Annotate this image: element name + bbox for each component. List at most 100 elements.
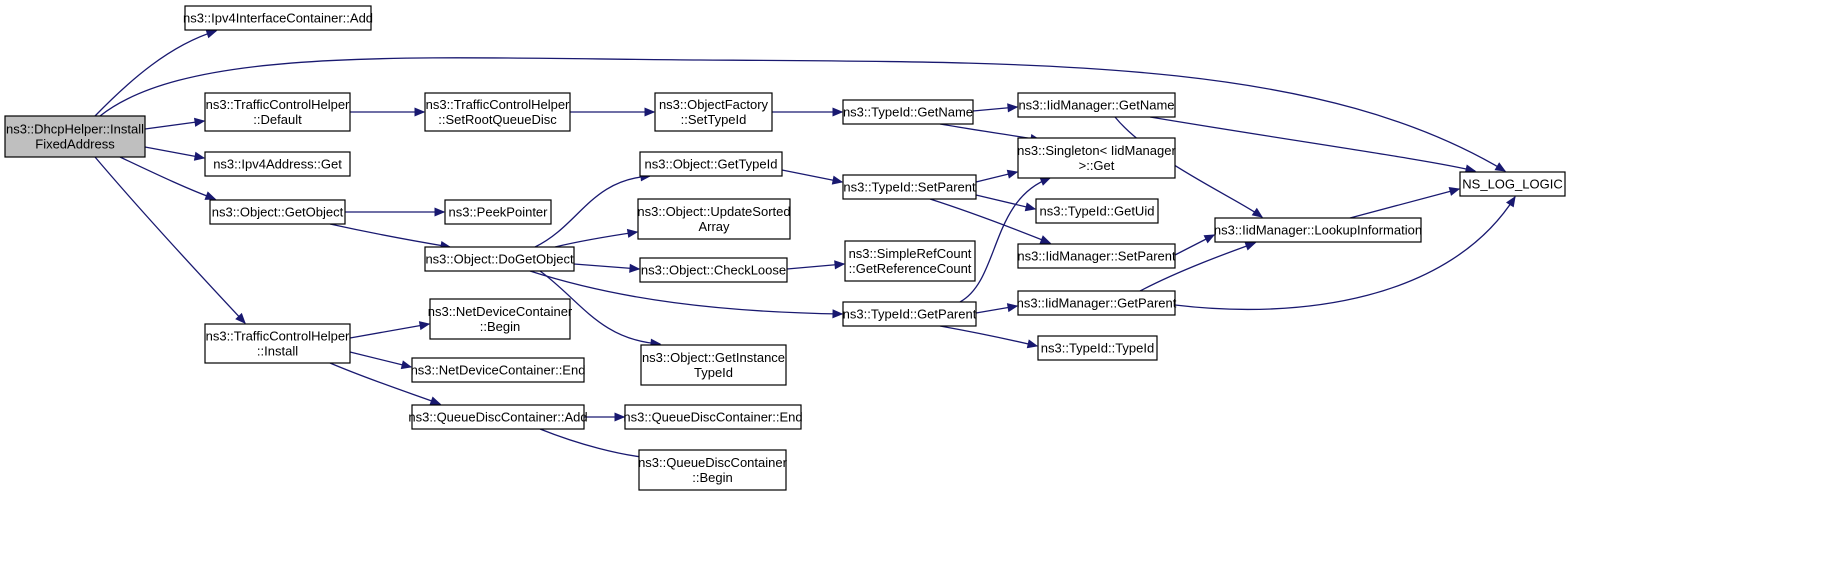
node-ndc-end[interactable]: ns3::NetDeviceContainer::End — [411, 357, 586, 383]
node-ipv4addr-get[interactable]: ns3::Ipv4Address::Get — [204, 151, 351, 177]
edge-line — [119, 156, 216, 200]
node-label-line: ns3::ObjectFactory — [659, 97, 769, 112]
node-iid-getparent[interactable]: ns3::IidManager::GetParent — [1017, 290, 1177, 316]
edge-arrowhead — [418, 321, 431, 331]
node-box[interactable] — [424, 246, 575, 272]
node-label-line: ns3::QueueDiscContainer — [638, 455, 788, 470]
edge-line — [529, 270, 843, 315]
node-tch-install[interactable]: ns3::TrafficControlHelper::Install — [204, 323, 351, 364]
edge-arrowhead — [1251, 207, 1264, 218]
node-box[interactable] — [1017, 290, 1176, 316]
node-box[interactable] — [1035, 198, 1159, 224]
node-objfactory-settypeid[interactable]: ns3::ObjectFactory::SetTypeId — [654, 92, 773, 132]
node-box[interactable] — [1017, 243, 1176, 269]
node-iid-getname[interactable]: ns3::IidManager::GetName — [1017, 92, 1176, 118]
node-obj-getobject[interactable]: ns3::Object::GetObject — [209, 199, 346, 225]
node-label-line: ns3::Ipv4Address::Get — [213, 157, 342, 172]
node-typeid-typeid[interactable]: ns3::TypeId::TypeId — [1037, 335, 1158, 361]
node-box[interactable] — [844, 240, 976, 282]
node-box[interactable] — [637, 198, 791, 240]
node-box[interactable] — [1017, 92, 1176, 118]
node-qdc-begin[interactable]: ns3::QueueDiscContainer::Begin — [638, 449, 788, 491]
node-box[interactable] — [640, 344, 787, 386]
edge-line — [781, 169, 843, 183]
node-box[interactable] — [654, 92, 773, 132]
node-box[interactable] — [842, 99, 974, 125]
node-typeid-setparent[interactable]: ns3::TypeId::SetParent — [842, 174, 977, 200]
edge-line — [1139, 242, 1256, 292]
node-box[interactable] — [184, 5, 372, 31]
edge-dhcp_install-to-tch_default — [144, 117, 206, 130]
node-box[interactable] — [204, 151, 351, 177]
node-tch-setroot[interactable]: ns3::TrafficControlHelper::SetRootQueueD… — [424, 92, 571, 132]
edge-arrowhead — [834, 260, 846, 270]
edge-arrowhead — [1024, 202, 1037, 212]
node-box[interactable] — [204, 323, 351, 364]
node-ns-log-logic[interactable]: NS_LOG_LOGIC — [1459, 171, 1566, 197]
node-ipv4ic-add[interactable]: ns3::Ipv4InterfaceContainer::Add — [183, 5, 373, 31]
node-box[interactable] — [4, 115, 146, 158]
node-box[interactable] — [638, 449, 787, 491]
node-box[interactable] — [842, 301, 977, 327]
edge-typeid_getparent-to-typeid_typeid — [939, 325, 1039, 349]
node-ndc-begin[interactable]: ns3::NetDeviceContainer::Begin — [428, 298, 573, 340]
node-label-line: FixedAddress — [35, 137, 115, 152]
edge-objfactory_settypeid-to-typeid_getname — [772, 107, 844, 117]
edge-arrowhead — [414, 107, 426, 117]
node-box[interactable] — [1017, 137, 1176, 179]
node-typeid-getname[interactable]: ns3::TypeId::GetName — [842, 99, 974, 125]
node-typeid-getparent[interactable]: ns3::TypeId::GetParent — [842, 301, 977, 327]
node-label-line: ns3::Object::GetInstance — [642, 350, 785, 365]
node-singleton-get[interactable]: ns3::Singleton< IidManager>::Get — [1017, 137, 1176, 179]
node-label-line: ::GetReferenceCount — [849, 261, 972, 276]
node-obj-gettypeid[interactable]: ns3::Object::GetTypeId — [639, 151, 783, 177]
edge-line — [959, 177, 1051, 303]
edge-obj_getobject-to-peekpointer — [345, 207, 446, 217]
edge-obj_dogetobject-to-obj_updatesorted — [554, 228, 639, 248]
node-box[interactable] — [639, 257, 788, 283]
node-typeid-getuid[interactable]: ns3::TypeId::GetUid — [1035, 198, 1159, 224]
node-label-line: ns3::TrafficControlHelper — [426, 97, 570, 112]
edge-line — [329, 223, 451, 248]
node-box[interactable] — [624, 404, 802, 430]
node-box[interactable] — [444, 199, 552, 225]
node-box[interactable] — [639, 151, 783, 177]
edge-line — [349, 351, 412, 368]
node-label-line: ns3::IidManager::SetParent — [1017, 249, 1176, 264]
node-obj-dogetobject[interactable]: ns3::Object::DoGetObject — [424, 246, 575, 272]
node-iid-lookup[interactable]: ns3::IidManager::LookupInformation — [1214, 217, 1422, 243]
node-box[interactable] — [209, 199, 346, 225]
node-box[interactable] — [204, 92, 351, 132]
node-box[interactable] — [424, 92, 571, 132]
edge-line — [1149, 116, 1476, 172]
node-box[interactable] — [1214, 217, 1422, 243]
node-label-line: ns3::DhcpHelper::Install — [6, 122, 144, 137]
node-simplerefcount[interactable]: ns3::SimpleRefCount::GetReferenceCount — [844, 240, 976, 282]
node-iid-setparent[interactable]: ns3::IidManager::SetParent — [1017, 243, 1176, 269]
edge-iid_getname-to-iid_lookup — [1114, 116, 1264, 218]
node-tch-default[interactable]: ns3::TrafficControlHelper::Default — [204, 92, 351, 132]
node-box[interactable] — [842, 174, 977, 200]
edge-arrowhead — [614, 412, 626, 422]
node-box[interactable] — [429, 298, 571, 340]
node-box[interactable] — [411, 357, 585, 383]
edge-arrowhead — [205, 29, 218, 39]
node-box[interactable] — [411, 404, 585, 430]
node-qdc-end[interactable]: ns3::QueueDiscContainer::End — [623, 404, 803, 430]
node-label-line: ::Begin — [692, 470, 732, 485]
node-label-line: ns3::TypeId::SetParent — [843, 180, 976, 195]
node-box[interactable] — [1037, 335, 1158, 361]
edge-line — [554, 231, 638, 248]
node-peekpointer[interactable]: ns3::PeekPointer — [444, 199, 552, 225]
node-box[interactable] — [1459, 171, 1566, 197]
node-label-line: ns3::TrafficControlHelper — [206, 97, 350, 112]
node-qdc-add[interactable]: ns3::QueueDiscContainer::Add — [408, 404, 588, 430]
edge-obj_dogetobject-to-obj_gettypeid — [534, 172, 652, 248]
edge-dhcp_install-to-ipv4ic_add — [94, 29, 218, 117]
edge-arrowhead — [193, 151, 206, 161]
node-obj-checkloose[interactable]: ns3::Object::CheckLoose — [639, 257, 788, 283]
